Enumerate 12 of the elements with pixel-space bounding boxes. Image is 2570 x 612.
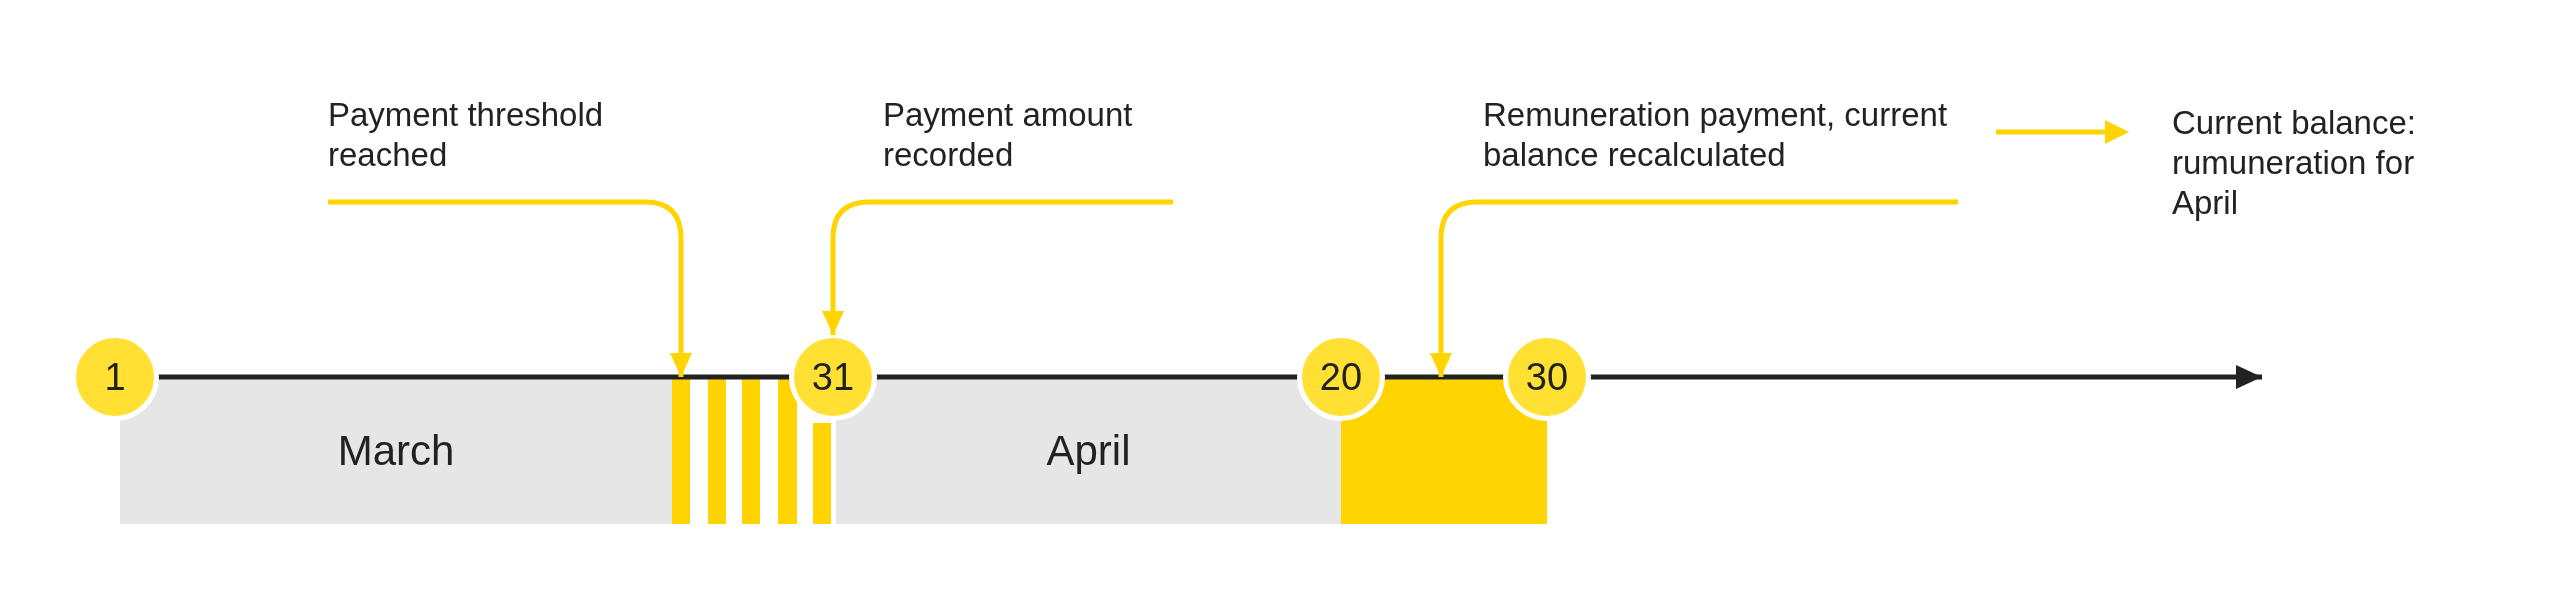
payment-stripe — [778, 377, 797, 524]
legend-text: Current balance: rumuneration for April — [2172, 103, 2417, 223]
leader-arrow — [1430, 199, 1958, 377]
annotation-text: Remuneration payment, current balance recalculated — [1483, 95, 1958, 202]
payment-stripe — [672, 377, 690, 524]
annotation-text: Payment amount recorded — [883, 95, 1173, 202]
annotation-text: Payment threshold reached — [328, 95, 648, 202]
payment-stripe — [813, 423, 831, 524]
leader-arrow — [328, 199, 692, 377]
payment-stripe — [708, 377, 726, 524]
leader-arrow — [822, 199, 1173, 335]
payment-stripe — [742, 377, 760, 524]
